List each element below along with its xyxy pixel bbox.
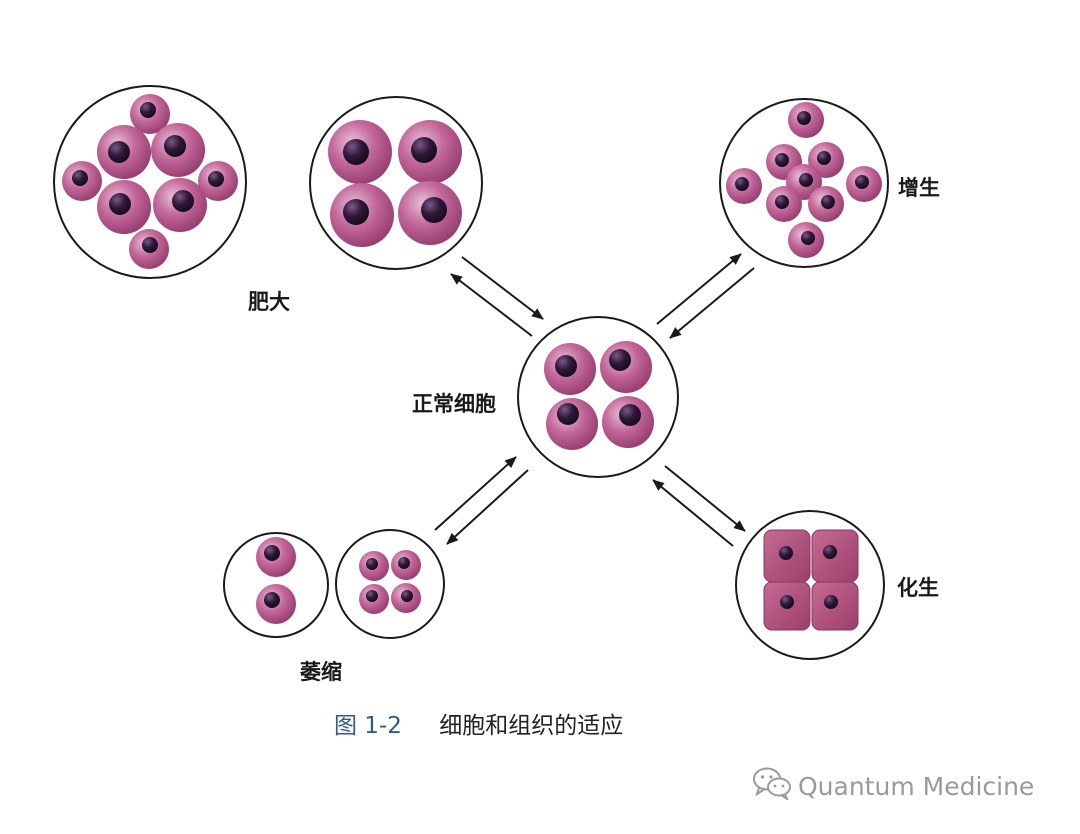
wechat-icon [752, 766, 792, 806]
hyperplasia-group [719, 98, 889, 268]
cell [808, 186, 844, 222]
cell [359, 551, 389, 581]
cell [398, 181, 462, 245]
cell [330, 183, 394, 247]
metaplasia-circle [735, 510, 885, 660]
arrow-normal-hyperplasia [656, 253, 755, 339]
label-metaplasia: 化生 [897, 576, 939, 600]
cell [546, 398, 598, 450]
cell [129, 229, 169, 269]
squamous-cell [811, 581, 859, 631]
arrow-normal-atrophy [434, 456, 529, 545]
watermark: Quantum Medicine [752, 766, 1034, 806]
cell [97, 125, 151, 179]
figure-number: 图 1-2 [334, 713, 402, 739]
squamous-cell [811, 529, 859, 583]
squamous-cell [763, 581, 811, 631]
cell [153, 178, 207, 232]
cell [846, 166, 882, 202]
cell [391, 583, 421, 613]
cell [788, 102, 824, 138]
watermark-text: Quantum Medicine [798, 771, 1035, 801]
hypertrophy-group [53, 85, 247, 279]
arrow-normal-enlarged [450, 256, 544, 337]
squamous-cell [763, 529, 811, 583]
cell [97, 180, 151, 234]
cell [62, 161, 102, 201]
label-normal-cells: 正常细胞 [412, 392, 496, 416]
figure-title: 细胞和组织的适应 [439, 713, 624, 739]
atrophy-circle-small-cells [335, 529, 445, 639]
atrophy-group [223, 529, 445, 639]
normal-circle [517, 316, 679, 478]
arrows [434, 253, 755, 547]
label-atrophy: 萎缩 [300, 660, 342, 684]
hypertrophy-cells [62, 94, 238, 269]
cell [600, 341, 652, 393]
arrow-normal-metaplasia [652, 465, 746, 547]
cell [808, 142, 844, 178]
cell [726, 168, 762, 204]
cell [328, 120, 392, 184]
metaplasia-group [735, 510, 885, 660]
normal-cells-group [517, 316, 679, 478]
cell [602, 396, 654, 448]
cell [359, 584, 389, 614]
enlarged-cells-group [309, 96, 483, 270]
cell [398, 120, 462, 184]
enlarged-circle [309, 96, 483, 270]
cell [151, 123, 205, 177]
cell [391, 550, 421, 580]
label-hypertrophy: 肥大 [248, 290, 290, 314]
label-hyperplasia: 增生 [898, 176, 940, 200]
cell [544, 343, 596, 395]
cell [198, 161, 238, 201]
cell [788, 222, 824, 258]
cell [256, 584, 296, 624]
cell [130, 94, 170, 134]
cell [766, 186, 802, 222]
cell [256, 537, 296, 577]
figure-caption: 图 1-2 细胞和组织的适应 [334, 706, 623, 740]
